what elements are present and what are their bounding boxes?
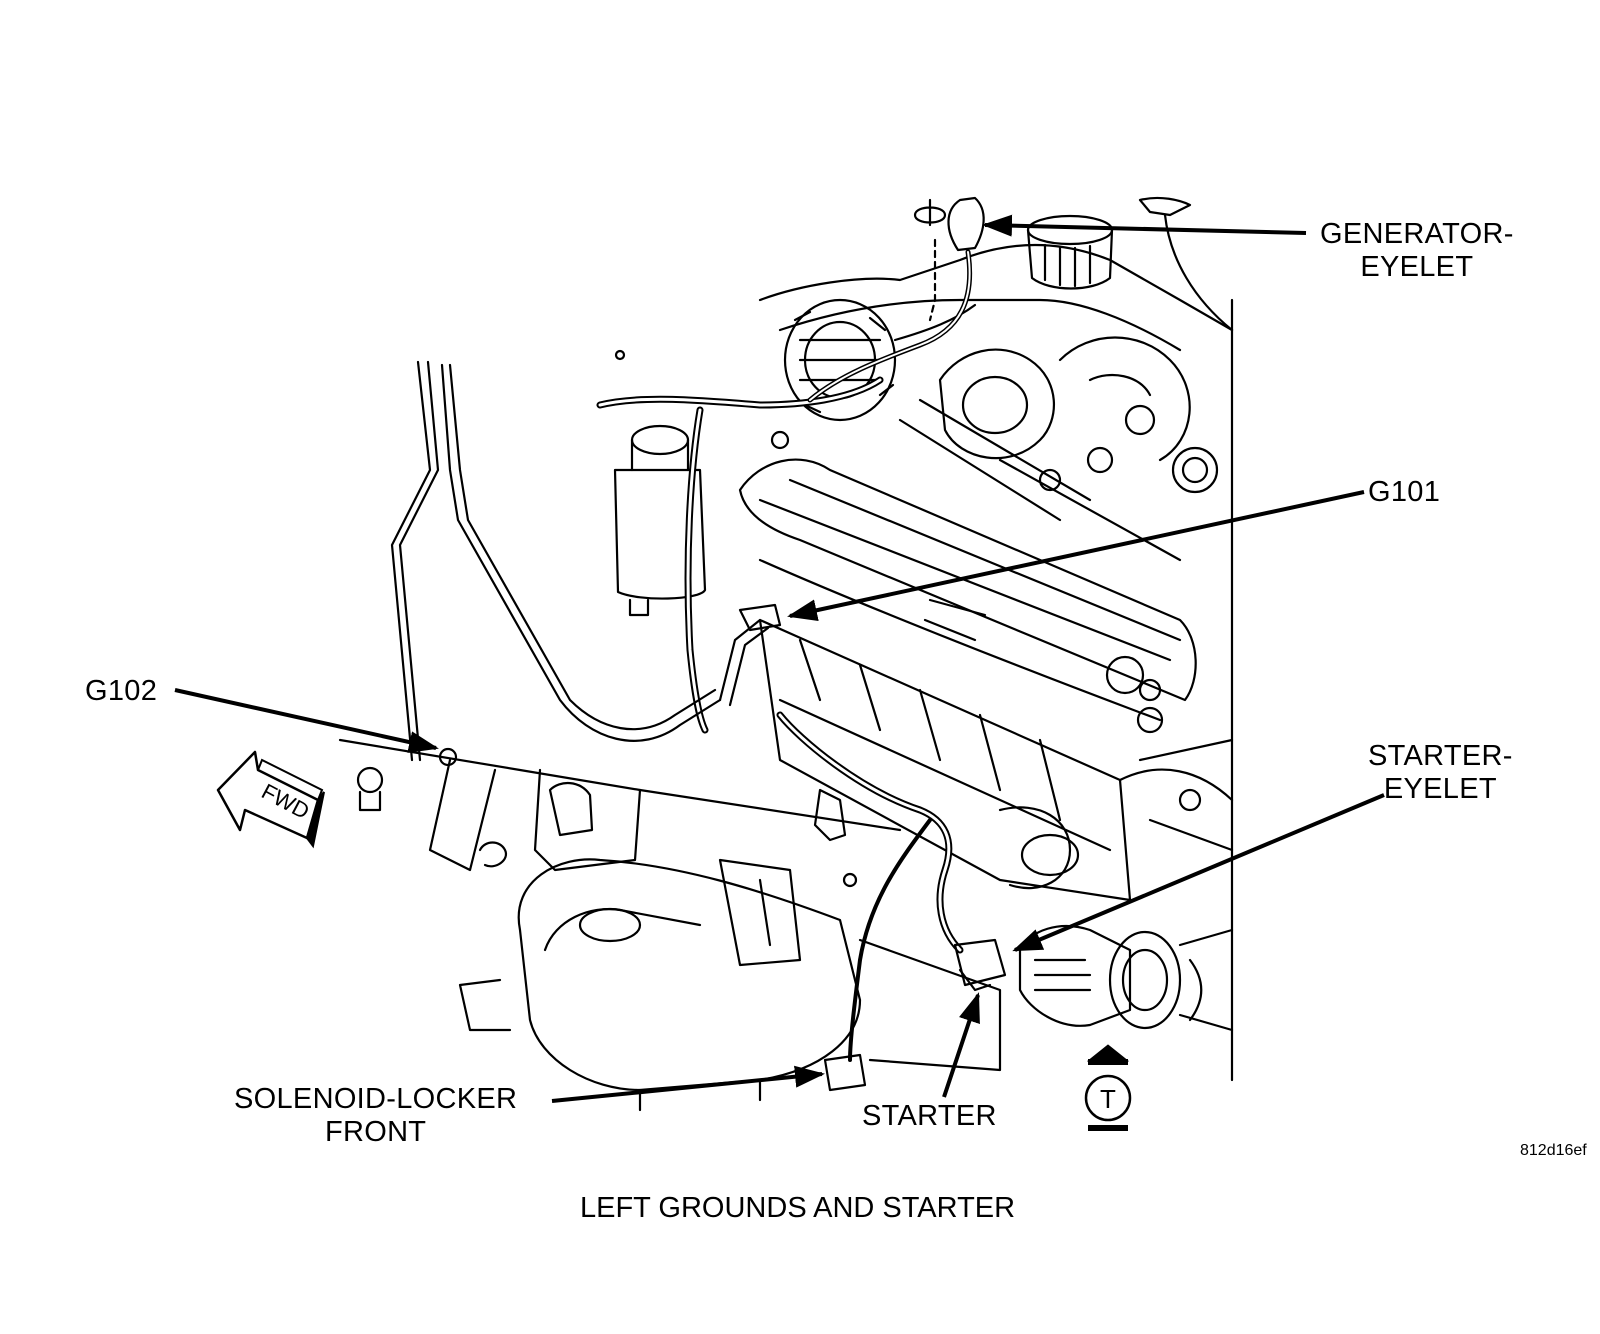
- callout-g101-text: G101: [1368, 476, 1441, 508]
- top-view-label: T: [1100, 1084, 1116, 1114]
- callout-solenoid-locker-line2: FRONT: [324, 1116, 427, 1148]
- callout-generator-eyelet: GENERATOR- EYELET: [1320, 218, 1514, 284]
- callout-solenoid-locker-front: SOLENOID-LOCKER FRONT: [234, 1083, 517, 1149]
- solenoid-locker-leader: [551, 1065, 825, 1103]
- starter-eyelet-leader: [1012, 793, 1385, 952]
- figure-id: 812d16ef: [1520, 1142, 1587, 1159]
- g102-leader: [174, 688, 439, 753]
- callout-leaders: [174, 214, 1385, 1103]
- figure-caption: LEFT GROUNDS AND STARTER: [580, 1192, 1016, 1224]
- fwd-arrow-icon: FWD: [216, 750, 325, 849]
- top-view-icon: T: [1084, 1044, 1132, 1131]
- callout-starter: STARTER: [862, 1100, 997, 1133]
- callout-g102: G102: [85, 675, 157, 708]
- g101-leader: [787, 490, 1365, 622]
- generator-eyelet-leader: [982, 214, 1307, 237]
- engine-illustration: [338, 196, 1234, 1112]
- starter-leader: [942, 992, 980, 1098]
- callout-starter-text: STARTER: [862, 1100, 997, 1132]
- callout-generator-eyelet-line2: EYELET: [1360, 251, 1474, 283]
- callout-g101: G101: [1368, 476, 1440, 509]
- callout-starter-eyelet-line2: EYELET: [1383, 773, 1497, 805]
- callout-generator-eyelet-line1: GENERATOR-: [1320, 218, 1514, 250]
- callout-starter-eyelet-line1: STARTER-: [1368, 740, 1513, 772]
- callout-g102-text: G102: [85, 675, 158, 707]
- callout-starter-eyelet: STARTER- EYELET: [1368, 740, 1513, 806]
- callout-solenoid-locker-line1: SOLENOID-LOCKER: [234, 1083, 518, 1115]
